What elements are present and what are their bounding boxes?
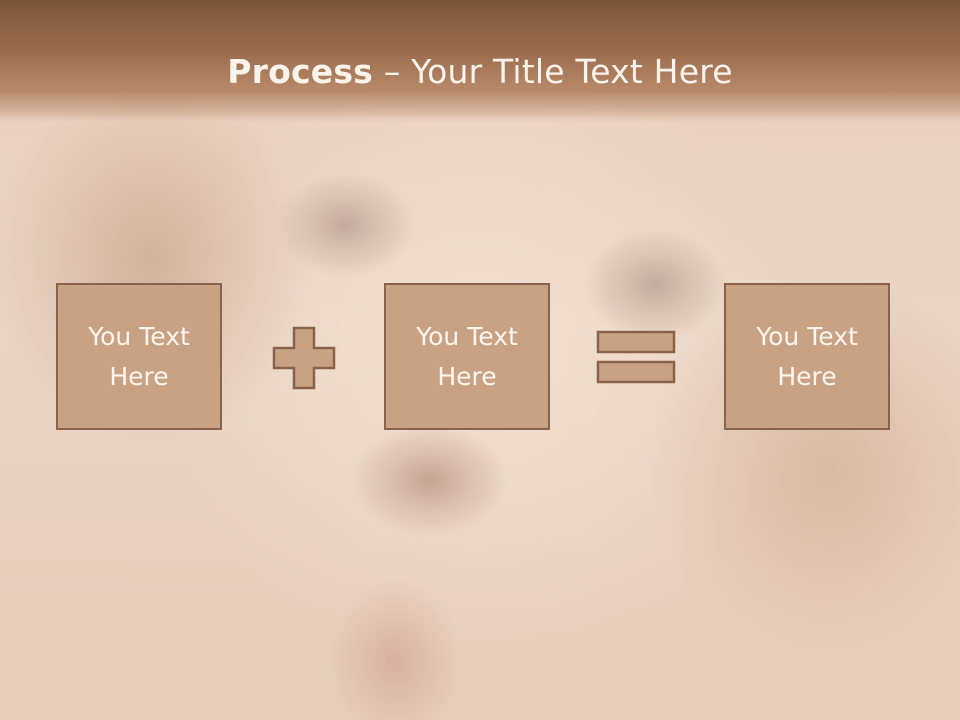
process-box-3[interactable]: You Text Here bbox=[724, 283, 890, 430]
plus-icon bbox=[272, 326, 336, 390]
process-box-2[interactable]: You Text Here bbox=[384, 283, 550, 430]
title-rest: – Your Title Text Here bbox=[373, 52, 733, 91]
title-bold: Process bbox=[227, 52, 374, 91]
process-box-2-text: You Text Here bbox=[416, 321, 518, 391]
slide-title: Process – Your Title Text Here bbox=[0, 52, 960, 91]
process-box-3-text: You Text Here bbox=[756, 321, 858, 391]
title-bar bbox=[0, 0, 960, 122]
equals-icon bbox=[596, 330, 676, 384]
process-box-1[interactable]: You Text Here bbox=[56, 283, 222, 430]
process-box-1-text: You Text Here bbox=[88, 321, 190, 391]
